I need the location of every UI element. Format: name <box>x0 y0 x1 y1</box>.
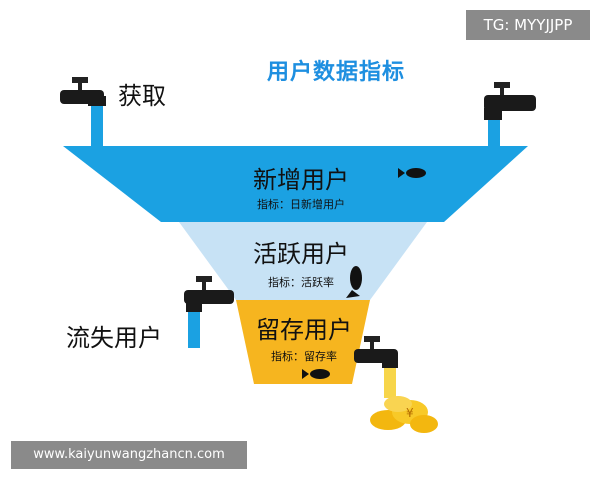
faucet-icon <box>184 276 234 312</box>
gold-water-stream <box>384 368 396 398</box>
stage-active-users-metric: 指标：活跃率 <box>268 276 334 289</box>
stage-new-users-title: 新增用户 <box>253 166 349 194</box>
churn-label: 流失用户 <box>66 324 162 352</box>
coins-icon: ¥ <box>370 396 438 433</box>
svg-text:¥: ¥ <box>406 406 414 420</box>
stage-new-users-metric: 指标：日新增用户 <box>257 198 345 211</box>
faucet-icon <box>60 77 106 106</box>
diagram-title: 用户数据指标 <box>266 60 405 85</box>
fish-icon <box>302 369 330 379</box>
fish-icon <box>346 266 362 298</box>
acquire-label: 获取 <box>118 82 166 110</box>
watermark-tg: TG: MYYJJPP <box>466 10 590 40</box>
stage-active-users-title: 活跃用户 <box>253 240 349 268</box>
water-stream-left <box>91 104 103 146</box>
funnel-band-new-users <box>63 146 528 222</box>
water-stream-right <box>488 118 500 146</box>
churn-water-stream <box>188 312 200 348</box>
funnel-band-retained-users <box>236 300 370 384</box>
fish-icon <box>398 168 426 178</box>
faucet-icon <box>484 82 536 120</box>
stage-retained-users-title: 留存用户 <box>256 316 352 344</box>
funnel-band-active-users <box>179 222 427 300</box>
stage-retained-users-metric: 指标：留存率 <box>271 350 337 363</box>
watermark-url: www.kaiyunwangzhancn.com <box>11 441 247 469</box>
faucet-icon <box>354 336 398 368</box>
